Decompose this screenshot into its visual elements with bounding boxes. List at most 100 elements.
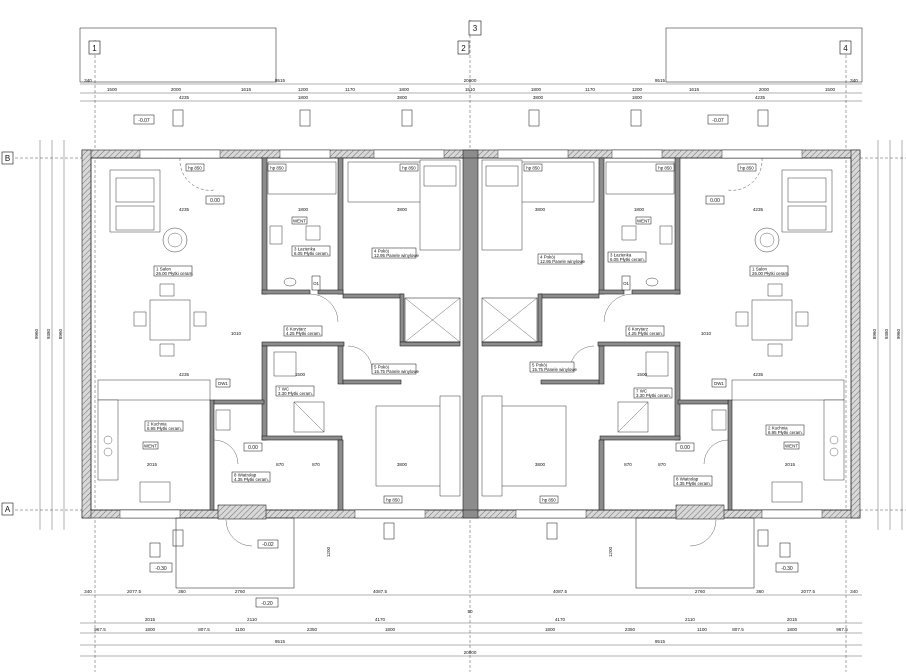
axis-bubbles: 1 2 3 4 B A — [1, 20, 852, 516]
svg-text:4235: 4235 — [753, 207, 764, 212]
window-height-tag: hp 850 — [737, 163, 757, 172]
small-tags: hp 850 hp 850 hp 850 hp 850 hp 850 hp 85… — [142, 163, 800, 504]
svg-text:3.30 Płytki ceram.: 3.30 Płytki ceram. — [636, 393, 671, 398]
level-tag-entry-left: 0.00 — [205, 195, 225, 205]
svg-text:807.5: 807.5 — [198, 627, 210, 632]
svg-text:0.00: 0.00 — [710, 198, 720, 204]
level-tag-porch-left: -0.02 — [257, 539, 279, 549]
svg-text:5 Pokój: 5 Pokój — [532, 363, 547, 368]
level-tag-ground-center: -0.20 — [255, 597, 279, 608]
svg-text:6.05 Płytki ceram.: 6.05 Płytki ceram. — [610, 257, 645, 262]
svg-text:2 Kuchnia: 2 Kuchnia — [768, 426, 788, 431]
svg-text:WENT: WENT — [785, 444, 798, 449]
svg-text:1500: 1500 — [637, 372, 648, 377]
svg-text:2000: 2000 — [759, 87, 770, 92]
svg-text:360: 360 — [178, 589, 186, 594]
svg-text:1800: 1800 — [298, 95, 309, 100]
svg-text:2: 2 — [461, 44, 466, 53]
svg-text:3800: 3800 — [397, 207, 408, 212]
desk-icon — [347, 161, 429, 203]
svg-text:2760: 2760 — [695, 589, 706, 594]
level-tag-hall-right: 0.00 — [675, 442, 695, 452]
svg-text:B: B — [5, 154, 10, 163]
svg-text:2015: 2015 — [785, 462, 796, 467]
svg-text:50: 50 — [467, 609, 473, 614]
svg-text:DW1: DW1 — [714, 381, 724, 386]
svg-text:2110: 2110 — [685, 617, 695, 622]
door-tag: DW1 — [215, 378, 231, 388]
interior-dimensions: 4235 4235 4235 4235 1800 1800 3800 3800 … — [147, 207, 796, 467]
svg-text:3800: 3800 — [397, 95, 408, 100]
vent-tag: WENT — [142, 441, 159, 450]
svg-text:-0.07: -0.07 — [712, 118, 724, 124]
svg-text:O1: O1 — [623, 281, 629, 286]
svg-text:9515: 9515 — [275, 639, 286, 644]
svg-text:4 Pokój: 4 Pokój — [540, 255, 555, 260]
svg-text:1200: 1200 — [298, 87, 309, 92]
window-tags-top — [149, 109, 791, 558]
interior-walls-right — [481, 157, 733, 511]
svg-text:1: 1 — [92, 44, 97, 53]
svg-text:3: 3 — [473, 24, 478, 33]
svg-text:2015: 2015 — [147, 462, 158, 467]
svg-text:340: 340 — [850, 589, 858, 594]
svg-text:1500: 1500 — [825, 87, 836, 92]
svg-text:2350: 2350 — [625, 627, 636, 632]
svg-text:20000: 20000 — [464, 650, 477, 655]
svg-text:870: 870 — [658, 462, 666, 467]
door-tag: O1 — [311, 275, 321, 291]
svg-text:3800: 3800 — [535, 462, 546, 467]
window-height-tag: hp 850 — [267, 163, 287, 172]
top-dim-9515-r: 9515 — [655, 78, 666, 83]
svg-text:7 WC: 7 WC — [278, 387, 289, 392]
axis-bubble-3: 3 — [468, 20, 482, 36]
room-label-wc-right: 7 WC3.30 Płytki ceram. — [633, 387, 673, 399]
svg-text:870: 870 — [312, 462, 320, 467]
svg-text:hp 850: hp 850 — [526, 166, 540, 171]
svg-text:-0.30: -0.30 — [781, 566, 793, 572]
window-height-tag: hp 850 — [655, 163, 675, 172]
svg-text:2350: 2350 — [307, 627, 318, 632]
svg-text:3.30 Płytki ceram.: 3.30 Płytki ceram. — [278, 391, 313, 396]
svg-text:1100: 1100 — [697, 627, 707, 632]
top-dimensions: 340 9515 20000 9515 340 1500 2000 1615 1… — [80, 78, 862, 102]
svg-text:9515: 9515 — [655, 639, 666, 644]
svg-text:1800: 1800 — [632, 95, 643, 100]
level-tag-top-left: -0.07 — [133, 114, 155, 125]
svg-text:4170: 4170 — [375, 617, 386, 622]
svg-text:4 Pokój: 4 Pokój — [374, 249, 389, 254]
svg-text:-0.02: -0.02 — [262, 542, 274, 548]
svg-text:4235: 4235 — [755, 95, 766, 100]
level-tags-interior: 0.00 0.00 0.00 0.00 -0.02 -0.30 -0.30 -0… — [149, 195, 799, 608]
svg-text:3800: 3800 — [533, 95, 544, 100]
svg-text:WENT: WENT — [144, 444, 157, 449]
svg-text:4.35 Płytki ceram.: 4.35 Płytki ceram. — [676, 481, 711, 486]
svg-text:4: 4 — [843, 44, 848, 53]
svg-text:967.5: 967.5 — [94, 627, 106, 632]
svg-text:0.00: 0.00 — [680, 445, 690, 451]
svg-text:hp 850: hp 850 — [658, 166, 672, 171]
svg-text:1170: 1170 — [585, 87, 595, 92]
svg-text:1800: 1800 — [634, 207, 645, 212]
window-height-tag: hp 850 — [523, 163, 543, 172]
svg-text:6.95 Płytki ceram.: 6.95 Płytki ceram. — [768, 430, 803, 435]
svg-text:hp 850: hp 850 — [386, 498, 400, 503]
furniture-left — [97, 159, 461, 503]
svg-text:8 Wiatrołap: 8 Wiatrołap — [676, 477, 699, 482]
lamp-icon — [162, 227, 188, 253]
svg-text:1800: 1800 — [787, 627, 798, 632]
svg-text:807.5: 807.5 — [732, 627, 744, 632]
svg-text:9380: 9380 — [884, 328, 889, 339]
interior-walls-left — [209, 157, 461, 511]
svg-text:8960: 8960 — [58, 328, 63, 339]
svg-text:1615: 1615 — [241, 87, 252, 92]
svg-text:WENT: WENT — [293, 219, 306, 224]
